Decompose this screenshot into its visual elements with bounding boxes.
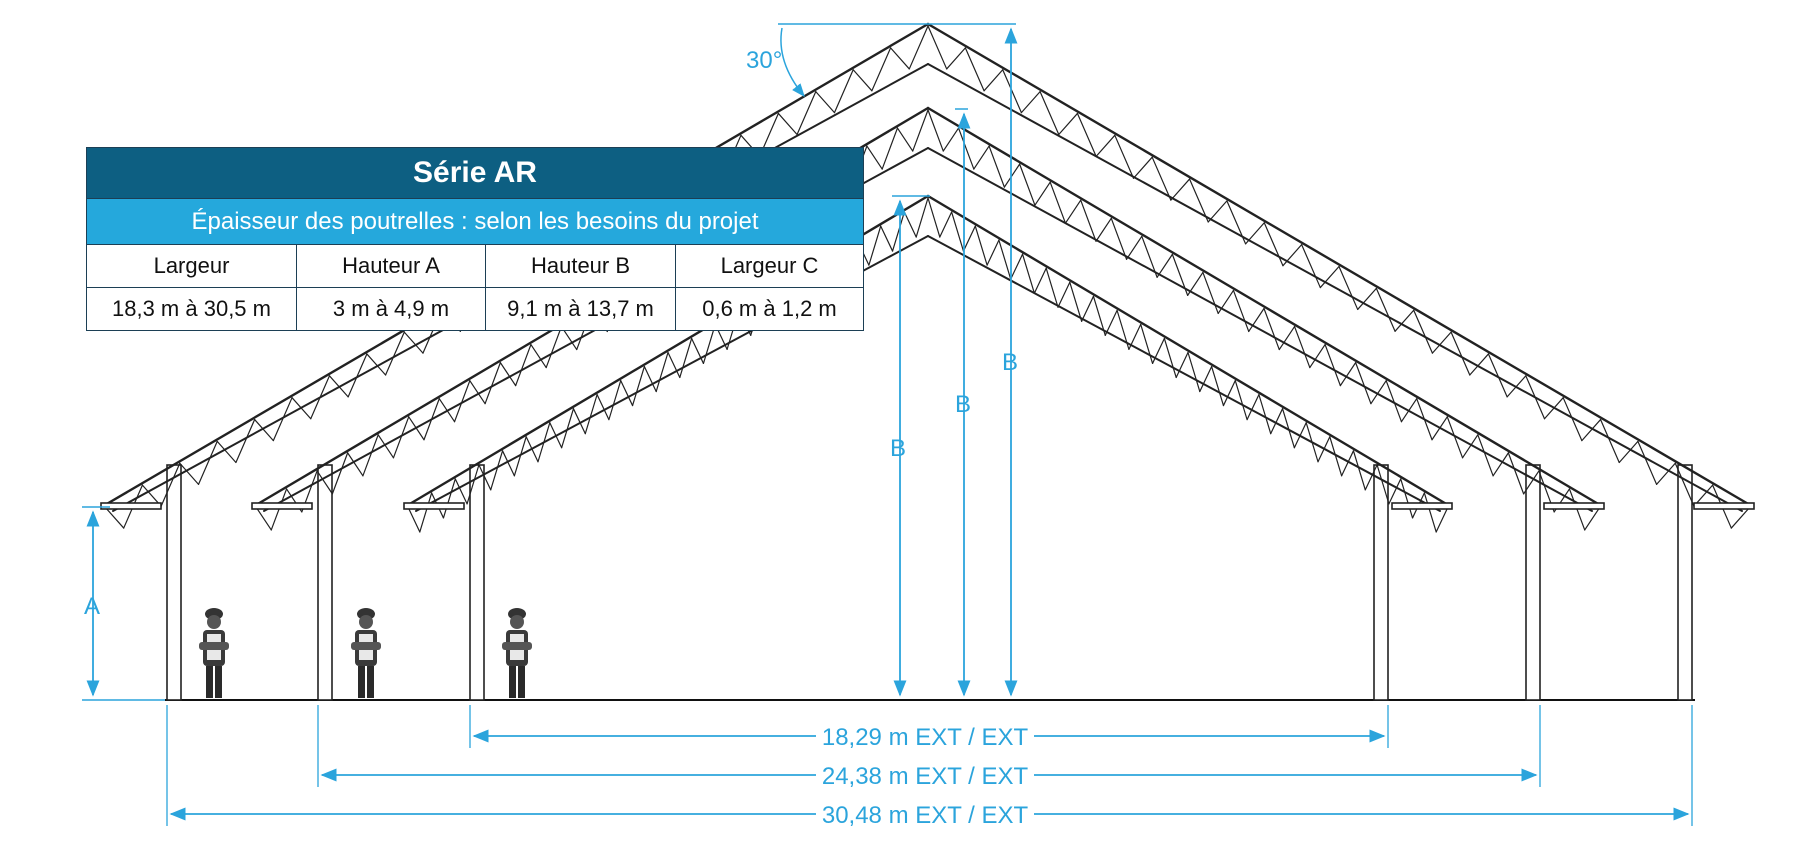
- width-label-large: 30,48 m EXT / EXT: [822, 802, 1029, 829]
- frame-small: [403, 194, 1453, 701]
- workers: [199, 608, 532, 698]
- width-label-medium: 24,38 m EXT / EXT: [822, 763, 1029, 790]
- value-hauteur-a: 3 m à 4,9 m: [296, 287, 485, 330]
- value-hauteur-b: 9,1 m à 13,7 m: [485, 287, 675, 330]
- height-b-dimensions: B B B: [890, 27, 1018, 697]
- value-largeur: 18,3 m à 30,5 m: [87, 287, 296, 330]
- width-dimensions: 18,29 m EXT / EXT 24,38 m EXT / EXT 30,4…: [166, 705, 1693, 829]
- roof-frames: [100, 22, 1755, 701]
- header-largeur-c: Largeur C: [675, 244, 863, 287]
- worker-figure: [502, 608, 532, 698]
- header-largeur: Largeur: [87, 244, 296, 287]
- height-b-label-medium: B: [955, 391, 971, 418]
- angle-label: 30°: [746, 47, 782, 74]
- width-label-small: 18,29 m EXT / EXT: [822, 724, 1029, 751]
- table-grid: Largeur Hauteur A Hauteur B Largeur C 18…: [87, 244, 863, 330]
- spec-table: Série AR Épaisseur des poutrelles : selo…: [86, 147, 864, 331]
- height-b-label-small: B: [890, 435, 906, 462]
- table-title: Série AR: [87, 148, 863, 198]
- roof-angle-annotation: 30°: [746, 23, 1016, 98]
- height-a-label: A: [84, 593, 100, 620]
- height-b-label-large: B: [1002, 349, 1018, 376]
- frame-large: [100, 22, 1755, 701]
- worker-figure: [351, 608, 381, 698]
- height-a-dimension: A: [82, 506, 165, 701]
- header-hauteur-b: Hauteur B: [485, 244, 675, 287]
- worker-figure: [199, 608, 229, 698]
- value-largeur-c: 0,6 m à 1,2 m: [675, 287, 863, 330]
- header-hauteur-a: Hauteur A: [296, 244, 485, 287]
- table-subtitle: Épaisseur des poutrelles : selon les bes…: [87, 198, 863, 244]
